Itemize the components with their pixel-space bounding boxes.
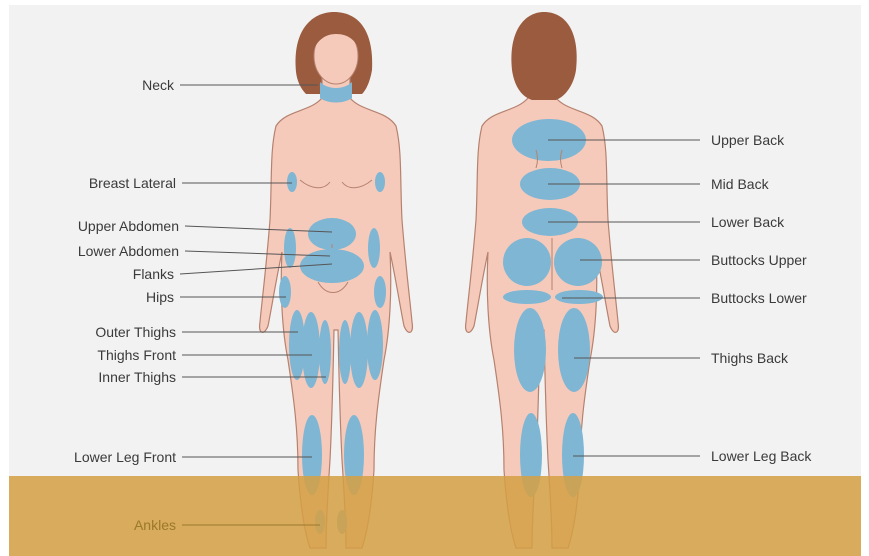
label-lower-leg-back: Lower Leg Back [711,448,812,464]
label-outer-thighs: Outer Thighs [95,324,176,340]
label-thighs-front: Thighs Front [97,347,176,363]
zone-lower-abdomen [300,249,364,283]
zone-thigh-back-right [558,308,590,392]
zone-buttock-upper-right [554,238,602,286]
label-neck: Neck [142,77,175,93]
zone-flank-left [284,228,296,268]
label-buttocks-lower: Buttocks Lower [711,290,807,306]
zone-hip-right [374,276,386,308]
zone-buttock-lower-right [555,290,603,304]
zone-thigh-back-left [514,308,546,392]
label-breast-lateral: Breast Lateral [89,175,176,191]
zone-inner-thigh-left [319,320,331,384]
front-figure [260,12,413,548]
zone-outer-thigh-right [367,310,383,380]
label-inner-thighs: Inner Thighs [98,369,176,385]
label-hips: Hips [146,289,174,305]
zone-buttock-upper-left [503,238,551,286]
label-upper-abdomen: Upper Abdomen [78,218,179,234]
label-thighs-back: Thighs Back [711,350,789,366]
zone-breast-lateral-right [375,172,385,192]
label-mid-back: Mid Back [711,176,770,192]
label-lower-abdomen: Lower Abdomen [78,243,179,259]
label-flanks: Flanks [133,266,174,282]
label-lower-leg-front: Lower Leg Front [74,449,176,465]
zone-inner-thigh-right [339,320,351,384]
zone-flank-right [368,228,380,268]
back-hair [511,12,576,100]
zone-hip-left [279,276,291,308]
label-lower-back: Lower Back [711,214,785,230]
front-labels: Neck Breast Lateral Upper Abdomen Lower … [74,77,179,533]
label-buttocks-upper: Buttocks Upper [711,252,807,268]
floor-overlay [9,476,861,556]
zone-breast-lateral-left [287,172,297,192]
zone-buttock-lower-left [503,290,551,304]
back-figure [466,12,619,548]
zone-thigh-front-right [350,312,368,388]
label-upper-back: Upper Back [711,132,785,148]
back-labels: Upper Back Mid Back Lower Back Buttocks … [711,132,812,464]
